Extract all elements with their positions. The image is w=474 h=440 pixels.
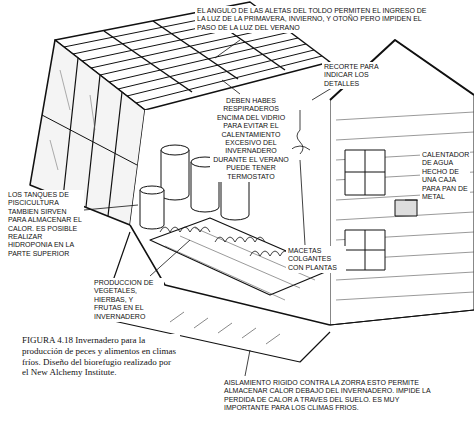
glass-reflections bbox=[50, 70, 95, 170]
callout-label: PRODUCCION DE VEGETALES, HIERBAS, Y FRUT… bbox=[92, 278, 164, 322]
callout-label: EL ANGULO DE LAS ALETAS DEL TOLDO PERMIT… bbox=[195, 6, 433, 33]
callout-label: MACETAS COLGANTES CON PLANTAS bbox=[286, 246, 346, 273]
window-bars bbox=[345, 150, 385, 195]
ground-line bbox=[330, 310, 474, 325]
plants bbox=[160, 227, 300, 256]
house-window bbox=[345, 150, 385, 195]
leader-line bbox=[84, 205, 138, 210]
callout-label: RECORTE PARA INDICAR LOS DETALLES bbox=[322, 62, 384, 89]
tank-top bbox=[140, 186, 164, 194]
tank bbox=[161, 150, 189, 200]
water-heater-box bbox=[395, 200, 417, 216]
leader-line bbox=[222, 80, 240, 94]
figure-caption: FIGURA 4.18 Invernadero para la producci… bbox=[20, 334, 180, 379]
leader-line bbox=[150, 240, 190, 276]
callout-label: CALENTADOR DE AGUA HECHO DE UNA CAJA PAR… bbox=[420, 150, 470, 202]
leader-line bbox=[300, 160, 305, 245]
callout-label: AISLAMIENTO RIGIDO CONTRA LA ZORRA ESTO … bbox=[222, 378, 436, 414]
leader-line bbox=[405, 200, 418, 201]
leader-lines bbox=[84, 40, 418, 376]
leader-line bbox=[215, 40, 240, 58]
tank bbox=[140, 190, 164, 229]
hanging-pot bbox=[290, 110, 310, 154]
window-bars bbox=[345, 230, 385, 270]
callout-label: DEBEN HABES RESPIRADEROS ENCIMA DEL VIDR… bbox=[210, 96, 292, 182]
house-window bbox=[345, 230, 385, 270]
glass-muntin bbox=[42, 115, 137, 165]
house-siding bbox=[336, 112, 474, 300]
callout-label: LOS TANQUES DE PISCICULTURA TAMBIEN SIRV… bbox=[6, 190, 84, 259]
tank-top bbox=[161, 145, 189, 155]
leader-line bbox=[245, 350, 250, 376]
